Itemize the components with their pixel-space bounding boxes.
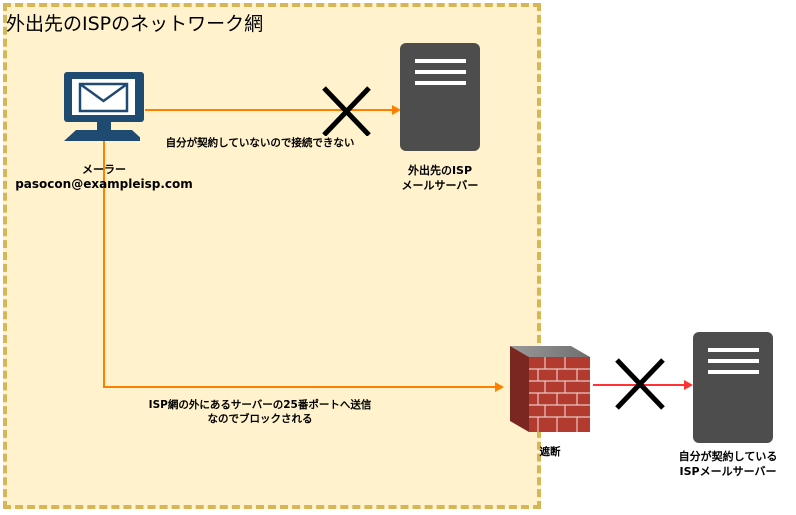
zone-title: 外出先のISPのネットワーク網 <box>6 13 264 35</box>
edge-label-bottom-line1: ISP網の外にあるサーバーの25番ポートへ送信 <box>148 399 372 411</box>
firewall-label: 遮断 <box>539 446 561 458</box>
own-server-line2: ISPメールサーバー <box>679 465 777 478</box>
remote-server-line1: 外出先のISP <box>407 164 473 177</box>
own-server-icon <box>693 332 773 443</box>
own-server-label: 自分が契約している ISPメールサーバー <box>660 449 796 479</box>
blocked-x-icon-2 <box>615 358 665 410</box>
edge-label-bottom: ISP網の外にあるサーバーの25番ポートへ送信 なのでブロックされる <box>120 398 400 426</box>
remote-server-label: 外出先のISP メールサーバー <box>370 163 510 193</box>
mailer-label: メーラー pasocon@exampleisp.com <box>4 162 204 192</box>
edge-label-bottom-line2: なのでブロックされる <box>207 413 313 425</box>
blocked-x-icon <box>322 86 371 137</box>
connector-to-firewall <box>103 141 504 392</box>
firewall-icon <box>510 346 590 432</box>
mail-computer-icon <box>64 72 144 141</box>
own-server-line1: 自分が契約している <box>678 450 778 463</box>
mailer-address: pasocon@exampleisp.com <box>15 177 193 191</box>
remote-server-icon <box>400 43 480 151</box>
connector-to-remote-server <box>145 105 401 115</box>
edge-label-top: 自分が契約していないので接続できない <box>140 136 380 150</box>
mailer-name: メーラー <box>82 163 126 176</box>
remote-server-line2: メールサーバー <box>401 179 479 192</box>
